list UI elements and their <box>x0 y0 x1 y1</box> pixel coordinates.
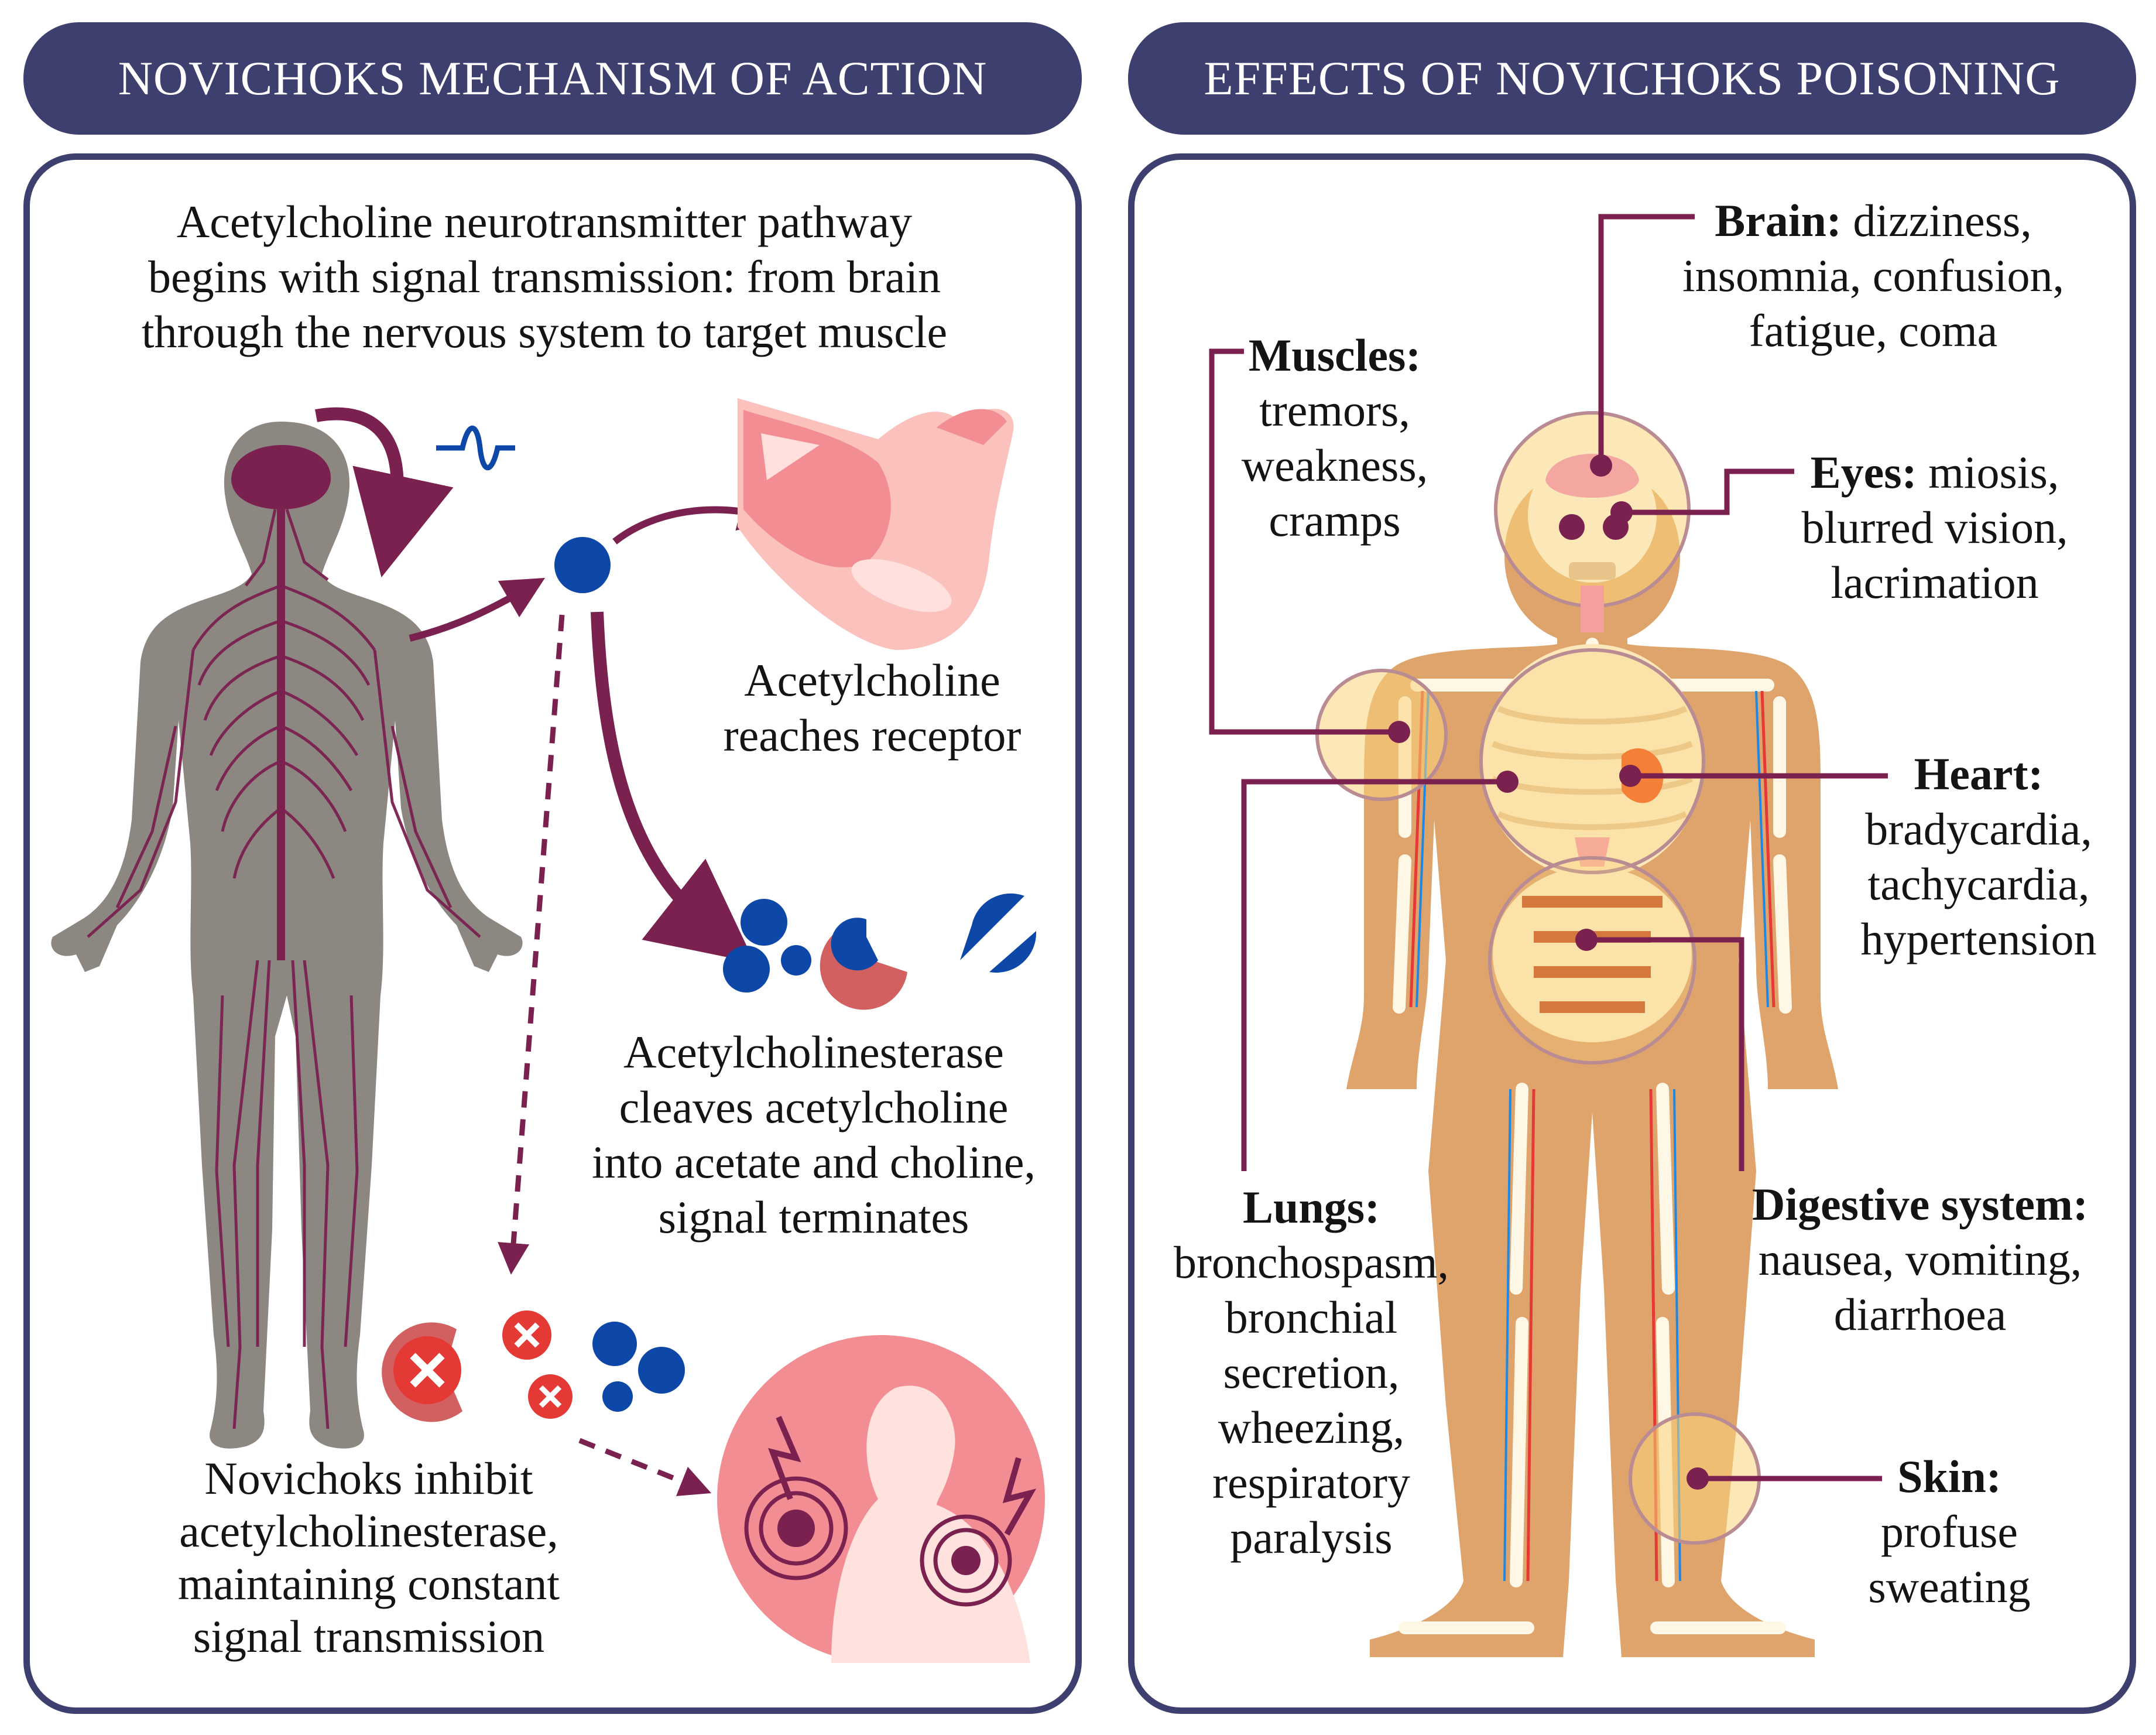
intro-line-3: through the nervous system to target mus… <box>141 306 948 357</box>
skin-label: Skin: <box>1897 1451 2001 1502</box>
lungs-label: Lungs: <box>1242 1182 1380 1233</box>
callout-dots <box>1388 454 1709 1490</box>
lungs-callout: Lungs: bronchospasm, bronchial secretion… <box>1147 1180 1475 1565</box>
cleave-line-1: Acetylcholinesterase <box>623 1026 1004 1077</box>
brain-label: Brain: <box>1715 195 1842 246</box>
left-header: NOVICHOKS MECHANISM OF ACTION <box>23 22 1082 135</box>
lungs-line-5: respiratory <box>1212 1457 1410 1508</box>
digestive-label: Digestive system: <box>1752 1179 2088 1230</box>
figure-to-ach-arrow <box>409 577 546 642</box>
muscles-label: Muscles: <box>1248 330 1421 381</box>
brain-line-3: fatigue, coma <box>1749 305 1998 356</box>
left-header-title: NOVICHOKS MECHANISM OF ACTION <box>118 52 988 105</box>
receptor-line-1: Acetylcholine <box>744 655 1000 706</box>
digestive-line-1: nausea, vomiting, <box>1758 1234 2082 1285</box>
receptor-text: Acetylcholine reaches receptor <box>673 653 1071 763</box>
lungs-line-1: bronchospasm, <box>1173 1237 1449 1288</box>
intro-line-1: Acetylcholine neurotransmitter pathway <box>176 196 913 247</box>
ach-to-inhibition-arrow <box>498 614 565 1275</box>
right-header-title: EFFECTS OF NOVICHOKS POISONING <box>1204 52 2061 105</box>
eyes-line-2: blurred vision, <box>1801 502 2068 553</box>
inhibited-enzyme-icon <box>382 1310 685 1422</box>
lungs-line-6: paralysis <box>1230 1512 1393 1563</box>
muscles-line-2: weakness, <box>1241 440 1428 491</box>
cleave-line-4: signal terminates <box>658 1192 969 1243</box>
inhibition-text: Novichoks inhibit acetylcholinesterase, … <box>117 1452 621 1663</box>
human-nervous-system-figure <box>51 422 523 1449</box>
right-header: EFFECTS OF NOVICHOKS POISONING <box>1128 22 2136 135</box>
receptor-line-2: reaches receptor <box>723 710 1022 761</box>
heart-line-3: hypertension <box>1860 913 2097 964</box>
brain-signal-arrow <box>315 407 454 578</box>
inhibition-to-symptoms-arrow <box>578 1438 712 1497</box>
cleavage-text: Acetylcholinesterase cleaves acetylcholi… <box>550 1025 1077 1245</box>
skin-line-1: profuse <box>1881 1506 2018 1557</box>
signal-wave-icon <box>436 426 515 470</box>
enzyme-cleavage-icon <box>723 893 1037 1010</box>
eyes-callout: Eyes: miosis, blurred vision, lacrimatio… <box>1768 445 2102 610</box>
heart-callout: Heart: bradycardia, tachycardia, hyperte… <box>1826 747 2131 967</box>
brain-line-2: insomnia, confusion, <box>1682 250 2065 301</box>
lungs-line-3: secretion, <box>1223 1347 1400 1398</box>
brain-callout: Brain: dizziness, insomnia, confusion, f… <box>1633 193 2113 358</box>
heart-label: Heart: <box>1914 748 2044 799</box>
brain-first-line: Brain: dizziness, <box>1633 193 2113 248</box>
skull-icon <box>1528 448 1657 632</box>
muscles-line-3: cramps <box>1269 495 1401 546</box>
muscles-line-1: tremors, <box>1259 385 1410 436</box>
callout-lines <box>1209 214 1888 1481</box>
intro-line-2: begins with signal transmission: from br… <box>148 251 941 302</box>
intro-text: Acetylcholine neurotransmitter pathway b… <box>64 194 1024 360</box>
heart-line-1: bradycardia, <box>1865 803 2092 854</box>
cleave-line-2: cleaves acetylcholine <box>619 1082 1009 1132</box>
heart-line-2: tachycardia, <box>1867 858 2090 909</box>
brain-line-1: dizziness, <box>1841 195 2032 246</box>
digestive-callout: Digestive system: nausea, vomiting, diar… <box>1715 1177 2125 1342</box>
lungs-line-4: wheezing, <box>1218 1402 1405 1453</box>
ach-to-enzyme-arrow <box>591 611 755 963</box>
flexed-arm-icon <box>738 398 1014 650</box>
eyes-first-line: Eyes: miosis, <box>1768 445 2102 500</box>
skin-line-2: sweating <box>1868 1561 2031 1612</box>
inhibit-line-1: Novichoks inhibit <box>204 1453 533 1504</box>
constant-signal-circle <box>717 1335 1045 1663</box>
digestive-line-2: diarrhoea <box>1833 1289 2007 1340</box>
skin-callout: Skin: profuse sweating <box>1832 1449 2066 1614</box>
eyes-line-1: miosis, <box>1917 447 2059 498</box>
cleave-line-3: into acetate and choline, <box>592 1137 1036 1188</box>
eyes-label: Eyes: <box>1810 447 1917 498</box>
eyes-line-3: lacrimation <box>1831 557 2039 608</box>
inhibit-line-4: signal transmission <box>193 1611 545 1662</box>
inhibit-line-3: maintaining constant <box>177 1558 560 1609</box>
lungs-line-2: bronchial <box>1225 1292 1398 1343</box>
muscles-callout: Muscles: tremors, weakness, cramps <box>1212 328 1458 548</box>
acetylcholine-molecule <box>554 537 611 593</box>
inhibit-line-2: acetylcholinesterase, <box>179 1505 558 1556</box>
